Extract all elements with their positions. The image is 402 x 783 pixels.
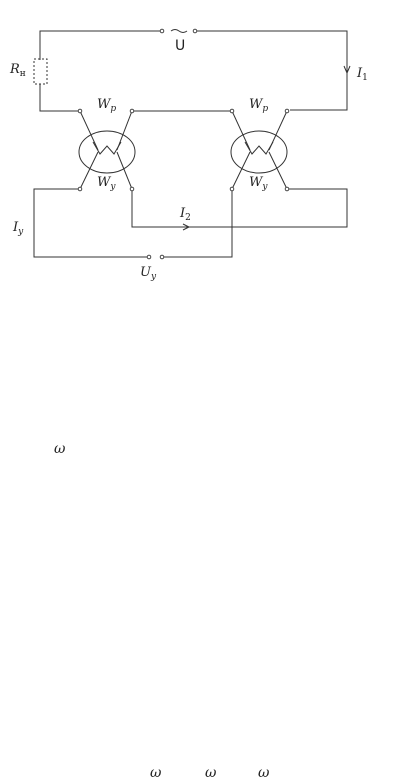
ac-source-symbol [170, 29, 188, 33]
right-transformer [229, 108, 290, 192]
load-resistor [33, 58, 48, 85]
right-control-winding-label: Wy [249, 175, 268, 192]
omega-symbol-3: ω [205, 765, 217, 781]
omega-symbol-4: ω [258, 765, 270, 781]
magnetic-amplifier-circuit: U Rн I1 Wp Wp Wy Wy I2 Iy Uy [9, 28, 368, 282]
left-transformer [77, 108, 136, 192]
omega-symbol-1: ω [54, 441, 66, 457]
right-work-winding-label: Wp [249, 97, 268, 114]
current-2-label: I2 [179, 206, 191, 223]
control-voltage-label: Uy [140, 265, 157, 282]
omega-symbol-2: ω [150, 765, 162, 781]
left-work-winding-label: Wp [97, 97, 116, 114]
current-1-label: I1 [356, 66, 368, 83]
supply-line [39, 28, 348, 111]
left-control-winding-label: Wy [97, 175, 116, 192]
supply-voltage-label: U [175, 38, 185, 54]
control-current-label: Iy [12, 220, 24, 237]
load-resistor-label: Rн [9, 62, 26, 79]
current-2-arrow [182, 223, 191, 231]
current-1-arrow [343, 65, 351, 75]
